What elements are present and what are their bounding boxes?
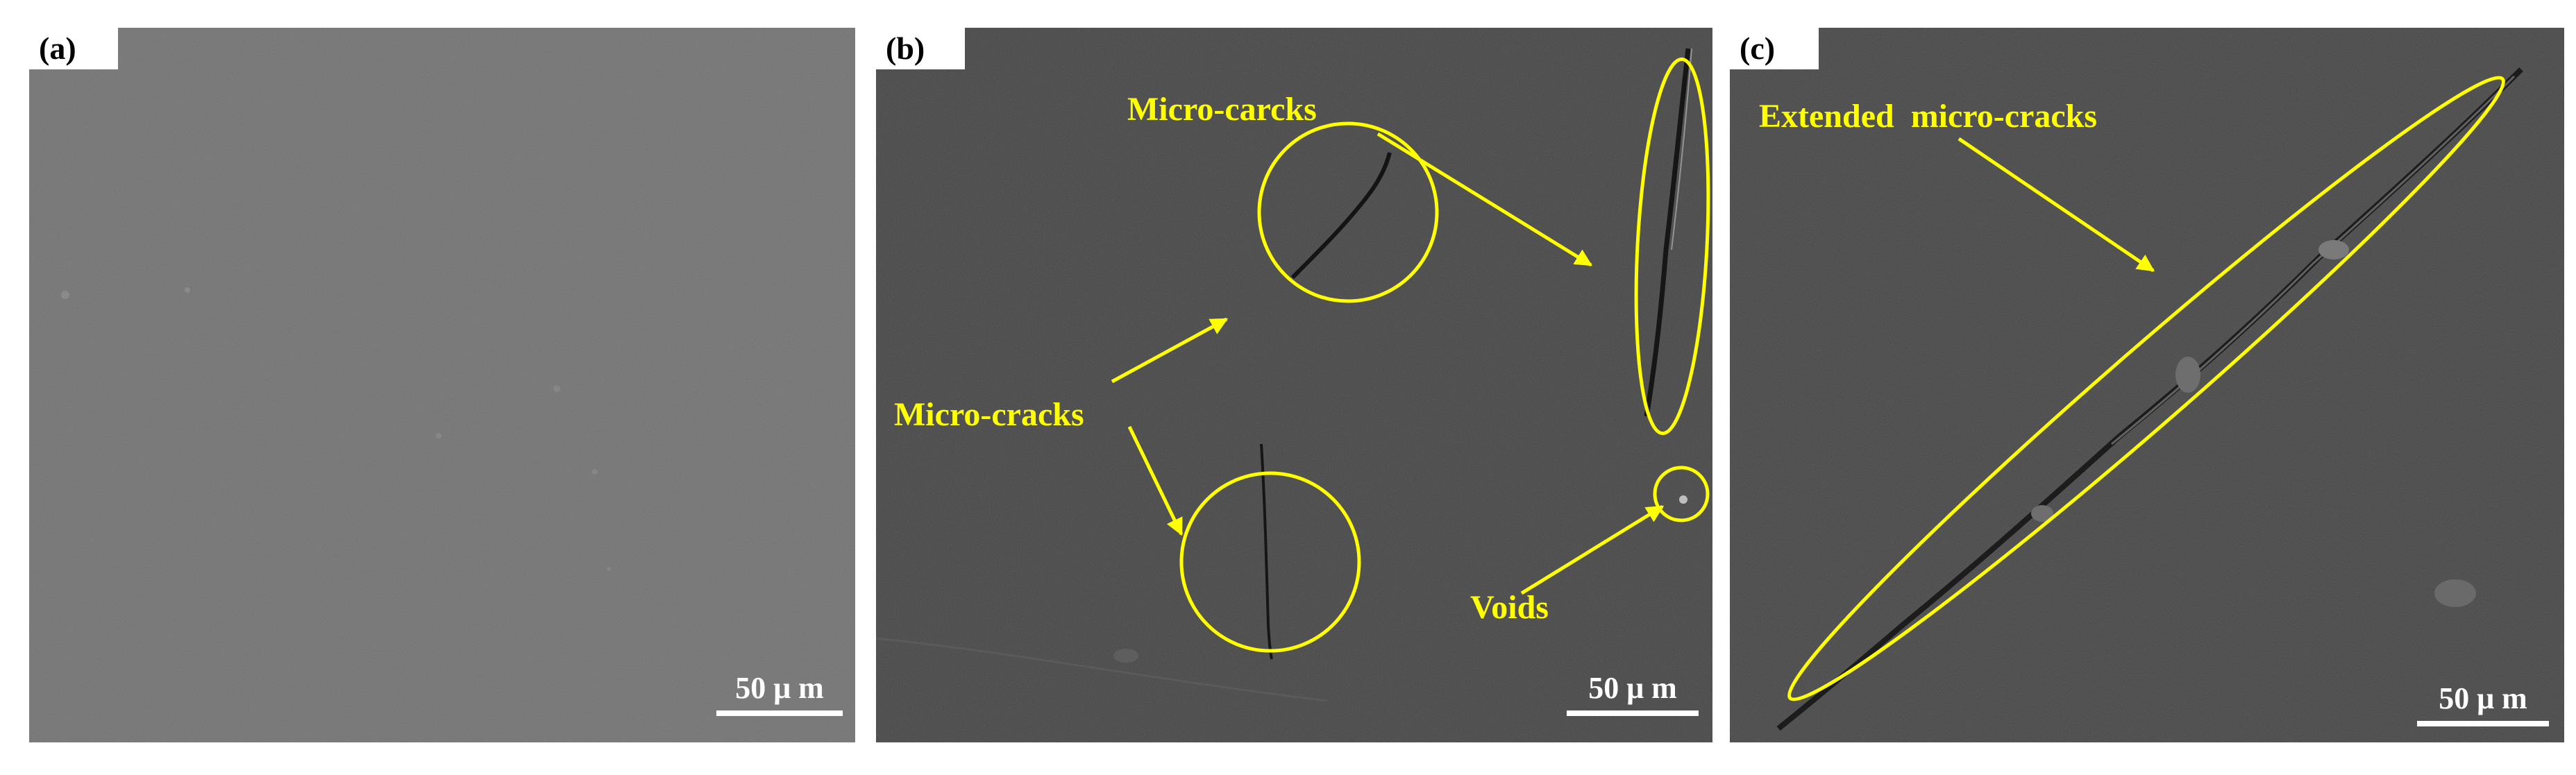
crack-upper-circle	[1290, 152, 1392, 280]
circle-micro-crack-lower	[1179, 471, 1361, 653]
arrow-micro-cracks-upper	[1111, 317, 1229, 384]
scale-bar-label-a: 50 μ m	[735, 671, 824, 705]
scale-bar-line-c	[2417, 721, 2549, 726]
scale-bar-line-b	[1567, 710, 1699, 716]
sem-panel-c: (c) Extended micro-cracks 50 μ m	[1730, 28, 2564, 742]
annotation-overlay-b	[1111, 57, 1710, 653]
arrow-voids	[1520, 504, 1665, 595]
scale-bar-line-a	[716, 710, 843, 716]
sem-image-b	[876, 28, 1712, 742]
scale-bar-c: 50 μ m	[2417, 676, 2549, 732]
annotation-micro-carcks: Micro-carcks	[1127, 91, 1317, 128]
sem-image-c	[1730, 28, 2564, 742]
arrow-micro-cracks-lower	[1127, 425, 1184, 536]
annotation-voids: Voids	[1470, 589, 1549, 626]
sem-image-a	[29, 28, 855, 742]
sem-panel-a: (a) 50 μ m	[29, 28, 855, 742]
crack-lower-circle	[1260, 443, 1273, 660]
annotation-micro-cracks: Micro-cracks	[894, 396, 1084, 433]
scale-bar-label-b: 50 μ m	[1588, 671, 1677, 705]
panel-label-a: (a)	[29, 28, 118, 69]
scale-bar-a: 50 μ m	[716, 666, 843, 722]
annotation-extended-micro-cracks: Extended micro-cracks	[1759, 98, 2098, 135]
panel-label-c: (c)	[1730, 28, 1819, 69]
arrow-extended-micro-cracks	[1958, 137, 2155, 273]
annotation-overlay-c	[1787, 76, 2505, 701]
sem-panel-b: (b) Micro-carcks Micro-cracks Voids 50 μ…	[876, 28, 1712, 742]
ellipse-micro-carcks	[1634, 57, 1710, 436]
circle-void	[1653, 466, 1710, 522]
circle-micro-crack-upper	[1257, 121, 1439, 303]
arrow-micro-carcks	[1377, 132, 1593, 267]
scale-bar-b: 50 μ m	[1567, 666, 1699, 722]
panel-label-b: (b)	[876, 28, 965, 69]
crack-top-right	[1644, 48, 1691, 417]
scale-bar-label-c: 50 μ m	[2439, 681, 2527, 715]
ellipse-extended-micro-cracks	[1787, 76, 2505, 701]
